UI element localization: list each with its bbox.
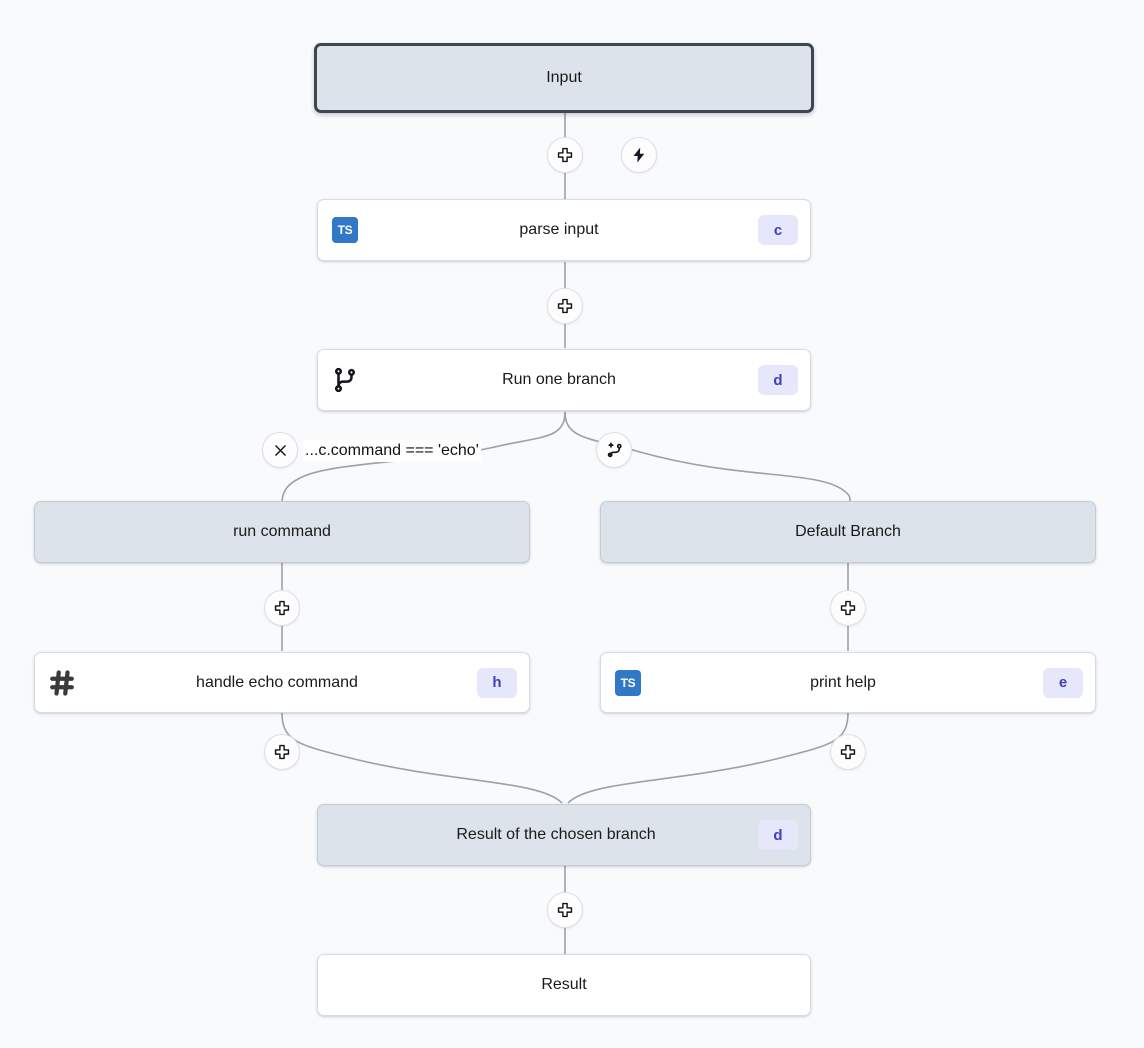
script-hash-icon (47, 668, 77, 698)
plus-icon (840, 600, 856, 616)
node-parse-input[interactable]: TS parse input c (317, 199, 811, 261)
node-print-help-badge: e (1043, 667, 1083, 698)
edge-print-to-result (567, 712, 849, 804)
node-input[interactable]: Input (314, 43, 814, 113)
plus-icon (557, 298, 573, 314)
node-handle-echo-command-label: handle echo command (196, 673, 358, 691)
plus-icon (557, 147, 573, 163)
plus-icon (274, 744, 290, 760)
trigger-button[interactable] (621, 137, 657, 173)
node-print-help-label: print help (810, 673, 876, 691)
node-handle-echo-command[interactable]: handle echo command h (34, 652, 530, 713)
node-run-command-label: run command (233, 523, 331, 540)
remove-branch-button[interactable] (262, 432, 298, 468)
node-default-branch-label: Default Branch (795, 523, 901, 540)
node-handle-echo-command-badge: h (477, 667, 517, 698)
git-branch-icon (330, 365, 360, 395)
node-branch-result[interactable]: Result of the chosen branch d (317, 804, 811, 866)
node-input-label: Input (546, 69, 582, 86)
edge-handle-to-result (281, 712, 563, 804)
node-run-one-branch-badge: d (758, 365, 798, 395)
add-step-button-branchresult-result[interactable] (547, 892, 583, 928)
node-result-label: Result (541, 976, 587, 993)
add-step-button-parse-branch[interactable] (547, 288, 583, 324)
node-parse-input-label: parse input (519, 221, 599, 238)
node-branch-result-badge: d (758, 820, 798, 850)
typescript-icon: TS (330, 215, 360, 245)
add-step-button-runcommand-handle[interactable] (264, 590, 300, 626)
node-branch-result-label: Result of the chosen branch (456, 826, 656, 843)
plus-icon (274, 600, 290, 616)
add-step-button-input-parse[interactable] (547, 137, 583, 173)
node-run-command[interactable]: run command (34, 501, 530, 563)
node-print-help[interactable]: TS print help e (600, 652, 1096, 713)
node-run-one-branch[interactable]: Run one branch d (317, 349, 811, 411)
add-step-button-handle-branchresult[interactable] (264, 734, 300, 770)
add-step-button-printhelp-branchresult[interactable] (830, 734, 866, 770)
branch-condition-label[interactable]: ...c.command === 'echo' (303, 440, 481, 462)
add-branch-button[interactable] (596, 432, 632, 468)
node-run-one-branch-label: Run one branch (502, 371, 616, 388)
lightning-bolt-icon (633, 147, 645, 163)
plus-icon (557, 902, 573, 918)
typescript-icon: TS (613, 668, 643, 698)
node-default-branch[interactable]: Default Branch (600, 501, 1096, 563)
node-parse-input-badge: c (758, 215, 798, 245)
plus-icon (840, 744, 856, 760)
add-step-button-default-printhelp[interactable] (830, 590, 866, 626)
node-result[interactable]: Result (317, 954, 811, 1016)
git-branch-plus-icon (607, 442, 622, 457)
close-x-icon (274, 444, 286, 456)
